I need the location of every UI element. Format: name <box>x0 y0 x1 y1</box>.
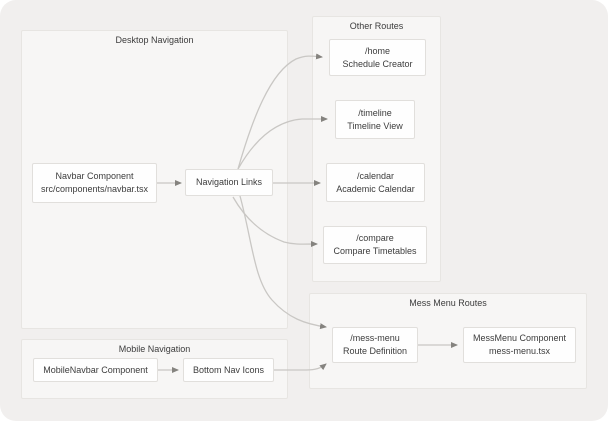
node-compare-route: /compare Compare Timetables <box>323 226 427 264</box>
node-sublabel: Schedule Creator <box>342 58 413 69</box>
node-home-route: /home Schedule Creator <box>329 39 426 76</box>
node-navbar-component: Navbar Component src/components/navbar.t… <box>32 163 157 203</box>
node-sublabel: Compare Timetables <box>333 246 417 256</box>
group-title: Mobile Navigation <box>118 344 191 354</box>
node-label: MobileNavbar Component <box>43 364 148 375</box>
group-title: Desktop Navigation <box>115 35 194 45</box>
node-sublabel: Timeline View <box>347 120 403 131</box>
node-label: /compare <box>356 233 394 243</box>
node-sublabel: Route Definition <box>342 346 408 356</box>
group-title: Other Routes <box>349 21 404 31</box>
node-bottom-nav-icons: Bottom Nav Icons <box>183 358 274 382</box>
node-label: Navigation Links <box>195 177 263 187</box>
node-label: MessMenu Component <box>472 333 567 343</box>
node-label: /timeline <box>358 107 392 118</box>
node-label: /calendar <box>356 170 395 181</box>
node-messmenu-component: MessMenu Component mess-menu.tsx <box>463 327 576 363</box>
node-label: /mess-menu <box>350 333 400 343</box>
node-mess-menu-route: /mess-menu Route Definition <box>332 327 418 363</box>
node-sublabel: mess-menu.tsx <box>488 346 550 356</box>
node-sublabel: src/components/navbar.tsx <box>40 184 149 194</box>
node-label: Bottom Nav Icons <box>192 364 265 375</box>
node-timeline-route: /timeline Timeline View <box>335 100 415 139</box>
group-title: Mess Menu Routes <box>409 298 487 308</box>
node-navigation-links: Navigation Links <box>185 169 273 196</box>
node-sublabel: Academic Calendar <box>336 183 415 194</box>
node-label: /home <box>364 45 390 56</box>
node-label: Navbar Component <box>55 171 134 181</box>
node-mobilenavbar-component: MobileNavbar Component <box>33 358 158 382</box>
node-calendar-route: /calendar Academic Calendar <box>326 163 425 202</box>
